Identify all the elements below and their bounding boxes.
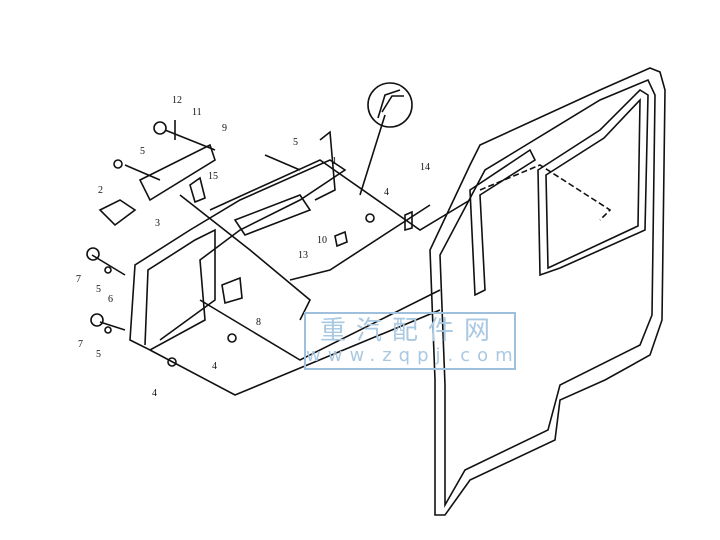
callout-6: 6	[108, 294, 113, 305]
callout-4: 4	[152, 388, 157, 399]
callout-5: 5	[96, 349, 101, 360]
callout-9: 9	[222, 123, 227, 134]
callout-10: 10	[317, 235, 327, 246]
callout-5: 5	[96, 284, 101, 295]
watermark-url: www.zqpj.com	[306, 345, 520, 366]
callout-8: 8	[256, 317, 261, 328]
watermark: 重汽配件网 www.zqpj.com	[304, 312, 516, 370]
callout-2: 2	[98, 185, 103, 196]
callout-1: 1	[332, 156, 337, 167]
callout-4: 4	[212, 361, 217, 372]
callout-12: 12	[172, 95, 182, 106]
callout-7: 7	[76, 274, 81, 285]
callout-4: 4	[384, 187, 389, 198]
watermark-title: 重汽配件网	[319, 316, 500, 346]
callout-3: 3	[155, 218, 160, 229]
callout-5: 5	[140, 146, 145, 157]
callout-14: 14	[420, 162, 430, 173]
callout-7: 7	[78, 339, 83, 350]
callout-5: 5	[293, 137, 298, 148]
callout-15: 15	[208, 171, 218, 182]
callout-11: 11	[192, 107, 202, 118]
callout-13: 13	[298, 250, 308, 261]
